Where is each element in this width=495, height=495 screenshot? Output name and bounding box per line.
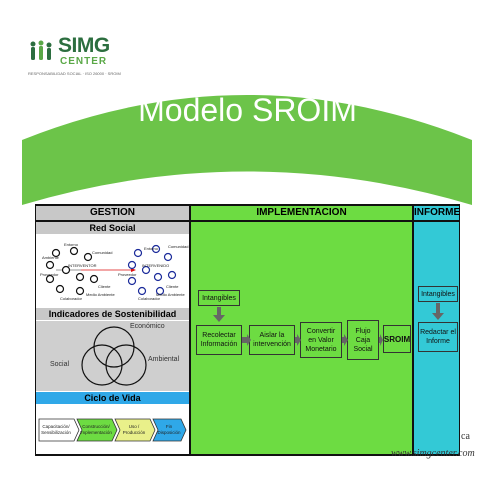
node-label: Comunidad [92, 250, 113, 255]
node-label: Medio Ambiente [86, 292, 115, 297]
informe-intangibles: Intangibles [418, 286, 458, 302]
node-label: Cliente [166, 284, 179, 289]
venn-label-social: Social [50, 361, 70, 368]
node-label: INTERVENTOR [68, 263, 97, 268]
implementacion-header: IMPLEMENTACION [191, 206, 412, 220]
footer-fragment: ca [461, 431, 470, 442]
step-recolectar: Recolectar Información [196, 325, 242, 355]
logo-name: SIMG [58, 34, 110, 57]
footer-url: www.simgcenter.com [391, 448, 475, 459]
node-label: Colaborador [138, 296, 161, 301]
venn-label-ambiental: Ambiental [148, 356, 180, 363]
node-label: Entorno [144, 246, 159, 251]
venn-label-economico: Económico [130, 323, 165, 330]
ciclo-stage: Construcción/ Implementación [80, 424, 112, 435]
node-label: Colaborador [60, 296, 83, 301]
step-aislar: Aislar la intervención [249, 325, 295, 355]
red-social-title: Red Social [36, 222, 189, 234]
venn-diagram [81, 326, 147, 386]
node-label: INTERVENIDO [142, 263, 170, 268]
people-logo-icon [30, 40, 52, 60]
informe-header: INFORME [414, 206, 461, 220]
node-label: Proveedor [40, 272, 59, 277]
indicadores-title: Indicadores de Sostenibilidad [36, 308, 189, 320]
step-sroim: SROIM [383, 325, 411, 353]
arrow-down-icon [432, 303, 444, 320]
red-social-network [45, 244, 177, 296]
node-label: Cliente [98, 284, 111, 289]
ciclo-title: Ciclo de Vida [36, 392, 189, 404]
node-label: Medio Ambiente [156, 292, 185, 297]
step-convertir: Convertir en Valor Monetario [300, 322, 342, 358]
ciclo-stage: Uso / Producción [122, 424, 146, 435]
implementacion-intangibles: Intangibles [198, 290, 240, 306]
step-redactar: Redactar el Informe [418, 322, 458, 352]
node-label: Entorno [64, 242, 79, 247]
flow-arrows [242, 334, 383, 346]
step-flujo: Flujo Caja Social [347, 320, 379, 360]
node-label: Ambiente [42, 255, 59, 260]
arrow-down-icon [213, 307, 225, 322]
node-label: Proveedor [118, 272, 137, 277]
ciclo-stage: Fin Disposición [157, 424, 181, 435]
ciclo-stage: Capacitación/ Sensibilización [41, 424, 71, 435]
node-label: Comunidad [168, 244, 189, 249]
logo-tagline: RESPONSABILIDAD SOCIAL · ISO 26000 · SRO… [28, 71, 121, 76]
page-title: Modelo SROIM [138, 92, 357, 128]
ciclo-chevrons [38, 418, 187, 442]
gestion-header: GESTION [36, 206, 189, 220]
logo-subname: CENTER [60, 56, 108, 67]
